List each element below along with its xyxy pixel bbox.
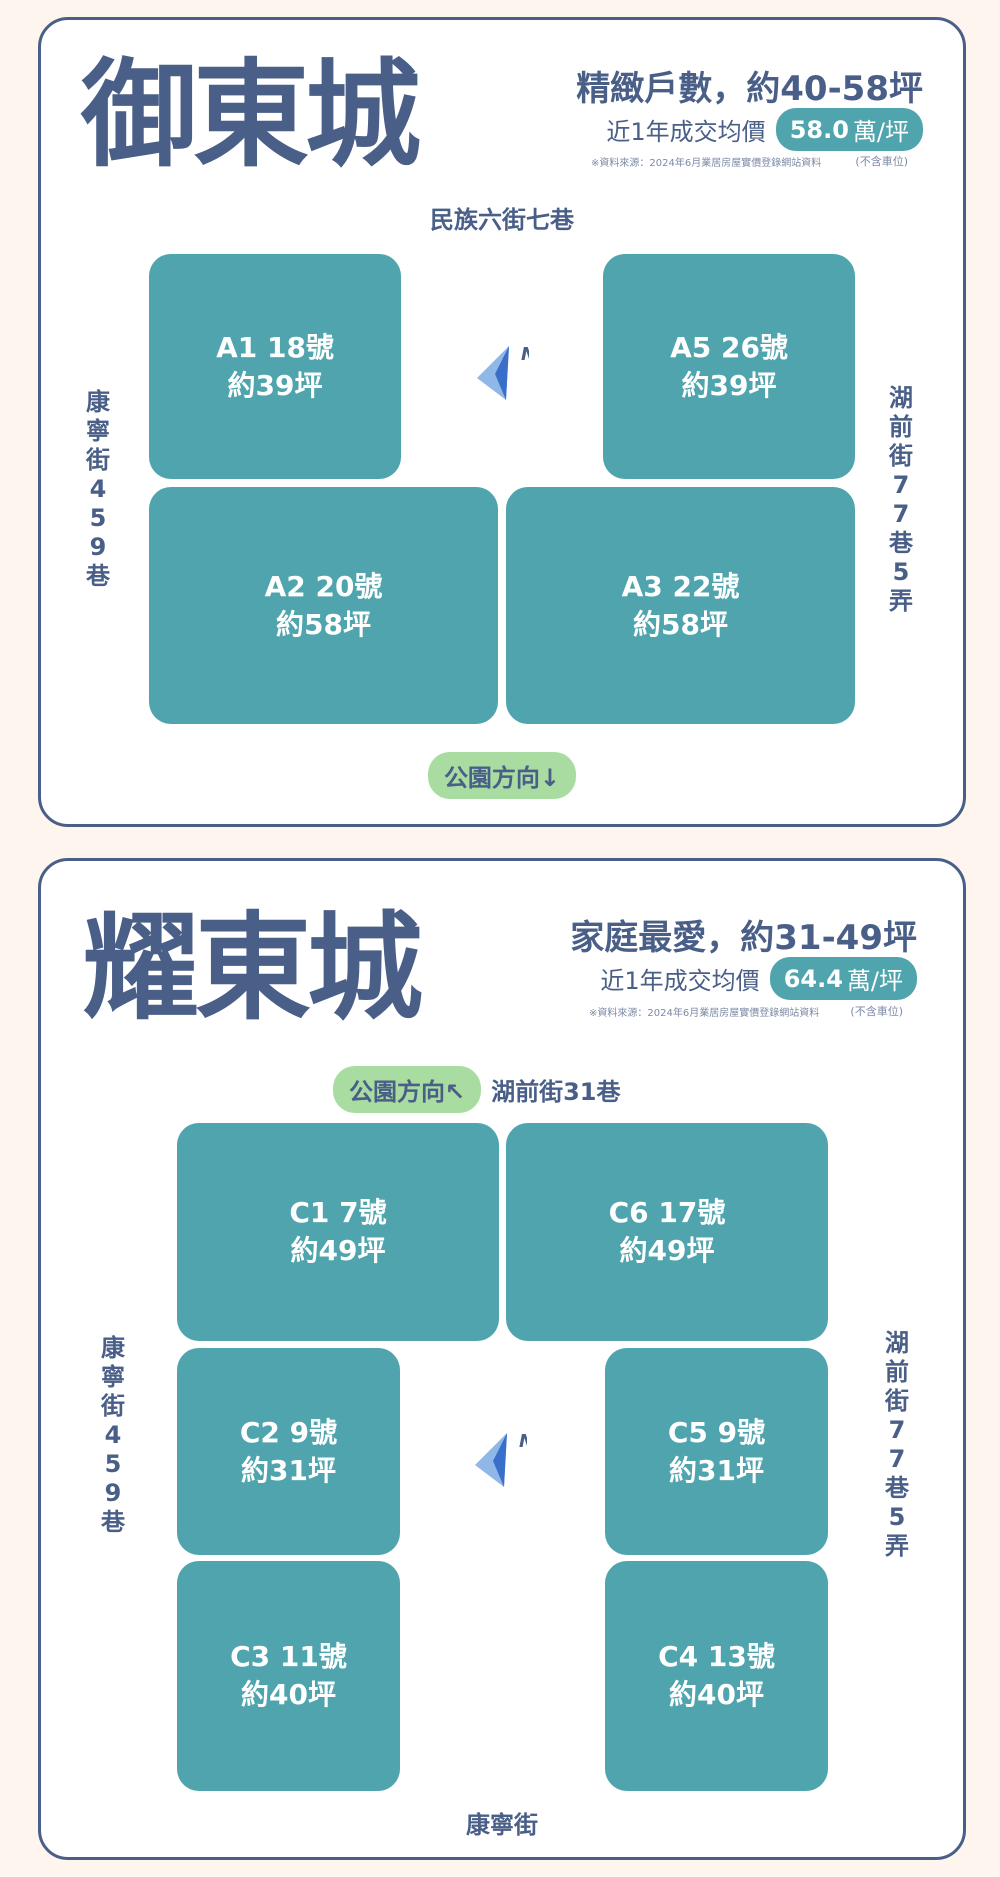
lot-size: 約39坪: [681, 368, 777, 402]
data-source-note: ※資料來源：2024年6月業居房屋實價登錄網站資料: [589, 1008, 820, 1019]
street-top: 民族六街七巷: [430, 206, 574, 234]
lot-c1: C1 7號 約49坪: [177, 1123, 499, 1341]
lot-label: C1 7號: [289, 1196, 387, 1229]
project-title: 御東城: [81, 48, 421, 183]
price-value: 64.4: [783, 964, 843, 993]
street-bottom: 康寧街: [466, 1811, 538, 1839]
top-street-row: 公園方向↖ 湖前街31巷: [333, 1066, 621, 1113]
project-card-yaodongcheng: 耀東城 家庭最愛，約31-49坪 近1年成交均價 64.4 萬/坪 ※資料來源：…: [38, 858, 966, 1860]
lot-size: 約31坪: [669, 1453, 764, 1487]
lot-size: 約39坪: [227, 368, 323, 402]
lot-size: 約58坪: [633, 607, 728, 641]
lot-label: A5 26號: [670, 330, 788, 364]
lot-label: A2 20號: [264, 569, 383, 603]
lot-a2: A2 20號 約58坪: [149, 487, 498, 724]
price-value: 58.0: [789, 115, 849, 144]
compass-icon: N: [477, 344, 529, 400]
price-row: 近1年成交均價 58.0 萬/坪: [606, 108, 923, 151]
price-unit: 萬/坪: [852, 118, 909, 146]
lot-label: C2 9號: [239, 1415, 338, 1449]
project-card-yudongcheng: 御東城 精緻戶數，約40-58坪 近1年成交均價 58.0 萬/坪 ※資料來源：…: [38, 17, 966, 827]
park-direction-badge: 公園方向↖: [333, 1066, 482, 1113]
street-right: 湖前街77巷5弄: [889, 384, 913, 615]
lot-label: C6 17號: [608, 1196, 726, 1229]
parking-note: (不含車位): [855, 155, 908, 168]
lot-size: 約40坪: [241, 1678, 336, 1711]
project-headline: 精緻戶數，約40-58坪: [576, 69, 923, 109]
street-top: 湖前街31巷: [491, 1078, 621, 1106]
lot-a5: A5 26號 約39坪: [603, 254, 855, 479]
lot-size: 約49坪: [619, 1234, 715, 1267]
park-direction-badge: 公園方向↓: [427, 752, 577, 799]
data-source-note: ※資料來源：2024年6月業居房屋實價登錄網站資料: [591, 158, 822, 169]
lot-size: 約58坪: [276, 607, 371, 641]
price-badge: 58.0 萬/坪: [775, 108, 923, 151]
lot-size: 約40坪: [669, 1678, 764, 1711]
lot-c5: C5 9號 約31坪: [605, 1348, 828, 1555]
compass-icon: N: [475, 1431, 527, 1487]
lot-size: 約49坪: [290, 1234, 386, 1267]
lot-c6: C6 17號 約49坪: [506, 1123, 828, 1341]
parking-note: (不含車位): [850, 1005, 903, 1018]
lot-label: C4 13號: [658, 1640, 775, 1673]
compass-north-label: N: [519, 1431, 527, 1452]
price-label: 近1年成交均價: [600, 967, 760, 995]
lot-size: 約31坪: [241, 1453, 336, 1487]
price-unit: 萬/坪: [846, 967, 903, 995]
street-right: 湖前街77巷5弄: [885, 1329, 909, 1560]
lot-c2: C2 9號 約31坪: [177, 1348, 400, 1555]
park-direction-row: 公園方向↓: [41, 752, 963, 799]
street-left: 康寧街459巷: [101, 1334, 125, 1536]
lot-label: A3 22號: [621, 569, 740, 603]
lot-a3: A3 22號 約58坪: [506, 487, 855, 724]
price-badge: 64.4 萬/坪: [769, 957, 917, 1000]
price-row: 近1年成交均價 64.4 萬/坪: [600, 957, 917, 1000]
lot-a1: A1 18號 約39坪: [149, 254, 401, 479]
project-title: 耀東城: [83, 901, 423, 1036]
lot-c4: C4 13號 約40坪: [605, 1561, 828, 1791]
lot-c3: C3 11號 約40坪: [177, 1561, 400, 1791]
compass-north-label: N: [521, 344, 529, 365]
street-left: 康寧街459巷: [86, 388, 110, 590]
lot-label: C5 9號: [667, 1415, 766, 1449]
project-headline: 家庭最愛，約31-49坪: [570, 918, 917, 958]
lot-label: C3 11號: [230, 1640, 347, 1673]
lot-label: A1 18號: [216, 330, 334, 364]
price-label: 近1年成交均價: [606, 118, 766, 146]
